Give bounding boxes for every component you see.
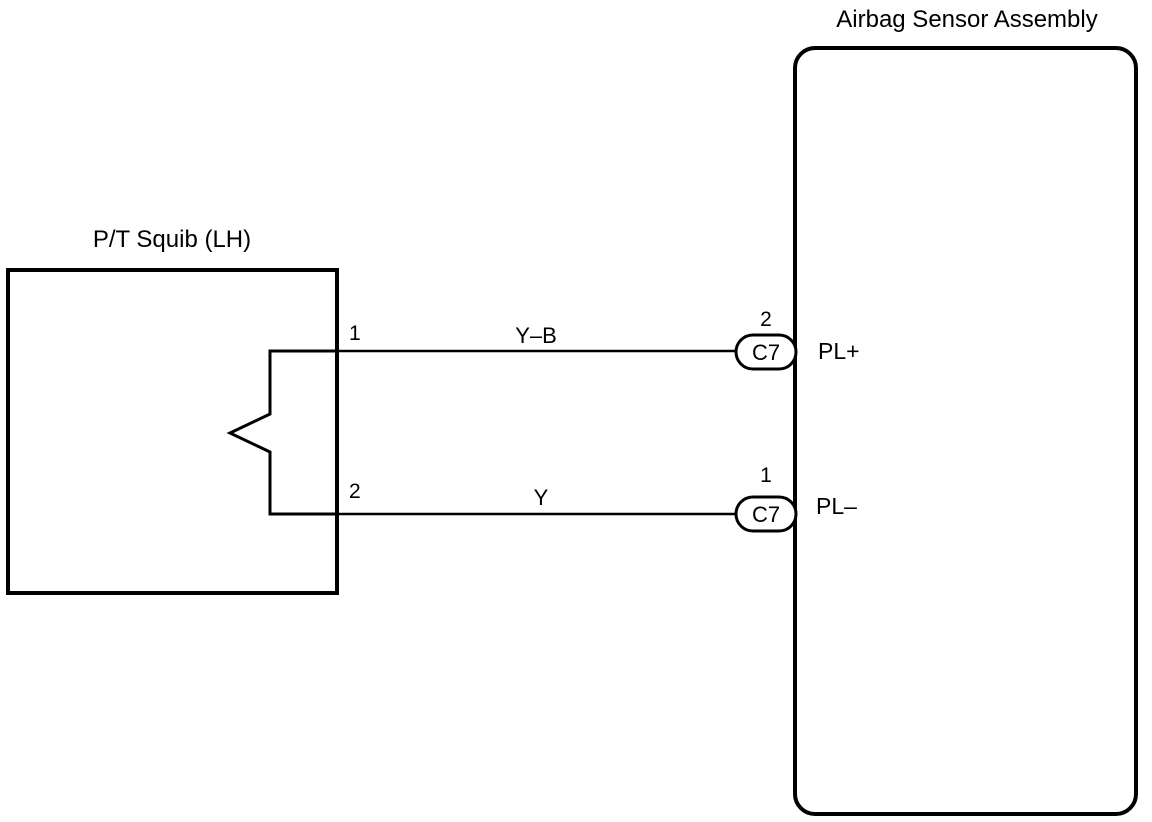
connector-c7-pin1 (734, 495, 798, 533)
squib-pin-2-label: 2 (349, 480, 361, 503)
connector-pin-label: 1 (760, 464, 772, 487)
connector-c7-pin2 (734, 333, 798, 371)
wire-color-code: Y (534, 485, 549, 510)
squib-box (6, 268, 339, 595)
terminal-pl-minus: PL– (816, 493, 857, 519)
squib-element-symbol (226, 349, 337, 516)
squib-component: P/T Squib (LH) 1 2 (6, 226, 361, 595)
wire-color-code: Y–B (515, 323, 557, 348)
connector-label: C7 (752, 502, 780, 527)
squib-title: P/T Squib (LH) (93, 226, 251, 253)
wire-y-b: Y–B 2 C7 (337, 308, 798, 371)
connector-pin-label: 2 (760, 308, 772, 331)
airbag-sensor-assembly: Airbag Sensor Assembly PL+ PL– (793, 6, 1138, 816)
sensor-title: Airbag Sensor Assembly (836, 6, 1097, 33)
sensor-box (793, 46, 1138, 816)
wire-y: Y 1 C7 (337, 464, 798, 533)
terminal-pl-plus: PL+ (818, 338, 860, 364)
connector-label: C7 (752, 340, 780, 365)
squib-pin-1-label: 1 (349, 322, 361, 345)
